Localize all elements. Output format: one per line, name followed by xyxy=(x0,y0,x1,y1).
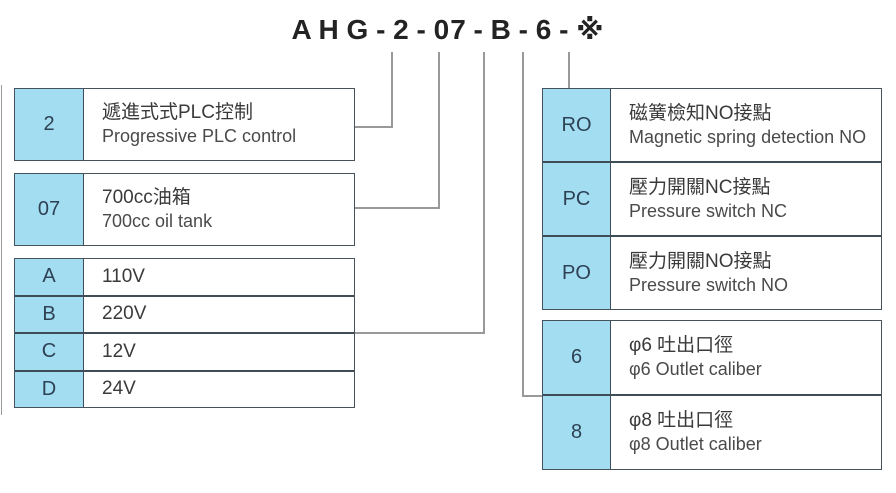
connector-6-vertical xyxy=(522,52,524,397)
description-en: Pressure switch NO xyxy=(629,274,789,295)
description-cell: φ6 吐出口徑 φ6 Outlet caliber xyxy=(611,321,881,394)
description-en: Progressive PLC control xyxy=(102,126,297,147)
description-cell: 壓力開關NC接點 Pressure switch NC xyxy=(611,163,881,235)
outlet-caliber-table: 6 φ6 吐出口徑 φ6 Outlet caliber 8 φ8 吐出口徑 φ8… xyxy=(542,320,882,470)
code-cell-pc: PC xyxy=(543,163,611,235)
outlet-row-6: 6 φ6 吐出口徑 φ6 Outlet caliber xyxy=(543,321,881,394)
connector-2-vertical xyxy=(391,52,393,128)
code-cell-2: 2 xyxy=(15,89,84,160)
voltage-row-c: C 12V xyxy=(15,332,354,370)
connector-2-horizontal xyxy=(355,126,393,128)
description-zh: φ6 吐出口徑 xyxy=(629,335,734,357)
description-cell: 磁簧檢知NO接點 Magnetic spring detection NO xyxy=(611,89,881,161)
description-zh: 700cc油箱 xyxy=(102,187,191,209)
voltage-row-b: B 220V xyxy=(15,294,354,332)
description-en: φ6 Outlet caliber xyxy=(629,359,762,380)
description-zh: 壓力開關NO接點 xyxy=(629,250,772,272)
code-cell-ro: RO xyxy=(543,89,611,161)
oil-tank-table: 07 700cc油箱 700cc oil tank xyxy=(14,173,355,246)
description-cell: 700cc油箱 700cc oil tank xyxy=(84,174,354,245)
description-zh: φ8 吐出口徑 xyxy=(629,410,734,432)
contact-options-table: RO 磁簧檢知NO接點 Magnetic spring detection NO… xyxy=(542,88,882,310)
connector-6-horizontal xyxy=(522,395,543,397)
voltage-row-a: A 110V xyxy=(15,259,354,295)
description-en: Magnetic spring detection NO xyxy=(629,126,867,147)
code-cell-po: PO xyxy=(543,237,611,309)
code-cell-a: A xyxy=(15,259,84,295)
connector-asterisk-vertical xyxy=(568,52,570,89)
code-cell-8: 8 xyxy=(543,396,611,469)
model-code-title: A H G - 2 - 07 - B - 6 - ※ xyxy=(291,14,605,45)
voltage-value: 12V xyxy=(102,340,136,362)
code-cell-07: 07 xyxy=(15,174,84,245)
code-cell-c: C xyxy=(15,334,84,370)
contact-row-ro: RO 磁簧檢知NO接點 Magnetic spring detection NO xyxy=(543,89,881,161)
description-en: 700cc oil tank xyxy=(102,211,213,232)
voltage-value: 220V xyxy=(102,303,147,325)
description-zh: 遞進式式PLC控制 xyxy=(102,102,253,124)
description-en: Pressure switch NC xyxy=(629,200,788,221)
description-cell: φ8 吐出口徑 φ8 Outlet caliber xyxy=(611,396,881,469)
connector-b-vertical xyxy=(483,52,485,334)
contact-row-pc: PC 壓力開關NC接點 Pressure switch NC xyxy=(543,161,881,235)
plc-control-table: 2 遞進式式PLC控制 Progressive PLC control xyxy=(14,88,355,161)
description-zh: 磁簧檢知NO接點 xyxy=(629,102,772,124)
connector-07-vertical xyxy=(438,52,440,209)
description-cell: 遞進式式PLC控制 Progressive PLC control xyxy=(84,89,354,160)
table-row: 07 700cc油箱 700cc oil tank xyxy=(15,174,354,245)
page-edge-line xyxy=(1,85,2,415)
voltage-table: A 110V B 220V C 12V D 24V xyxy=(14,258,355,408)
voltage-value: 110V xyxy=(102,265,145,287)
outlet-row-8: 8 φ8 吐出口徑 φ8 Outlet caliber xyxy=(543,394,881,469)
code-cell-6: 6 xyxy=(543,321,611,394)
contact-row-po: PO 壓力開關NO接點 Pressure switch NO xyxy=(543,235,881,309)
voltage-value: 24V xyxy=(102,378,136,400)
description-en: φ8 Outlet caliber xyxy=(629,434,762,455)
connector-07-horizontal xyxy=(355,207,440,209)
code-cell-d: D xyxy=(15,371,84,407)
connector-b-horizontal xyxy=(355,332,485,334)
code-cell-b: B xyxy=(15,296,84,332)
description-zh: 壓力開關NC接點 xyxy=(629,176,771,198)
voltage-row-d: D 24V xyxy=(15,369,354,407)
table-row: 2 遞進式式PLC控制 Progressive PLC control xyxy=(15,89,354,160)
description-cell: 壓力開關NO接點 Pressure switch NO xyxy=(611,237,881,309)
